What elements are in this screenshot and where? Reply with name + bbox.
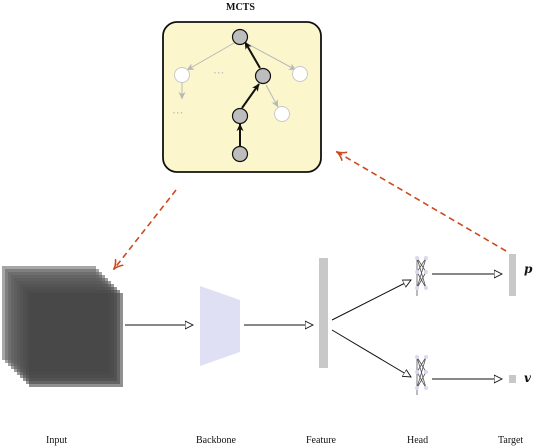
mcts-leaf-node (231, 145, 249, 163)
value-output-label: v (524, 371, 531, 385)
flow-arrows (125, 274, 502, 379)
arrow-feature-to-policy-head (331, 280, 411, 321)
backbone-label: Backbone (196, 435, 236, 446)
mcts-node-inactive-left (174, 67, 190, 83)
mcts-ellipsis-left: ··· (172, 106, 183, 120)
backbone-block (200, 286, 240, 366)
mcts-box (162, 21, 322, 173)
policy-target (509, 254, 516, 296)
dashed-arrow-target-to-mcts (337, 152, 507, 252)
head-label: Head (407, 435, 429, 446)
mcts-inactive-edges (178, 42, 297, 108)
mcts-active-path-edges (236, 41, 261, 147)
target-label: Target (498, 435, 524, 446)
value-head (415, 355, 428, 395)
dashed-arrow-mcts-to-input (114, 189, 177, 269)
value-target (509, 375, 516, 383)
mcts-node-inactive-child (274, 106, 290, 122)
mcts-node-active-2 (254, 67, 272, 85)
mcts-ellipsis-top: ··· (213, 66, 224, 80)
mcts-node-inactive-right (292, 66, 308, 82)
mcts-panel: ··· ··· (162, 21, 322, 173)
policy-head (415, 256, 428, 296)
mcts-root-node (231, 28, 249, 46)
input-label: Input (46, 435, 68, 446)
feature-label: Feature (306, 435, 336, 446)
feature-bar (319, 258, 328, 368)
arrow-feature-to-value-head (331, 329, 411, 377)
mcts-node-active-3 (231, 107, 249, 125)
policy-output-label: p (524, 262, 533, 276)
mcts-title: MCTS (226, 2, 255, 13)
input-image-stack (2, 266, 123, 387)
